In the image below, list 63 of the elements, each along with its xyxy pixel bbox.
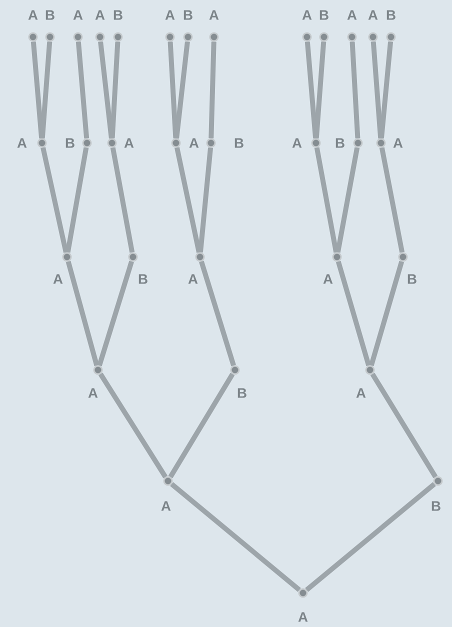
node-label: B — [432, 501, 440, 511]
node-label: A — [53, 274, 63, 284]
node-label: B — [184, 10, 192, 20]
branch-line — [314, 147, 339, 253]
node-label: B — [66, 138, 74, 148]
branch-line — [379, 147, 405, 253]
node-label: B — [46, 10, 54, 20]
branch-line — [378, 42, 394, 138]
node-label: B — [114, 10, 122, 20]
branch-line — [199, 260, 236, 366]
branch-line — [98, 372, 168, 478]
node-label: A — [161, 501, 171, 511]
branch-line — [370, 372, 438, 478]
node-label: A — [95, 10, 105, 20]
branch-line — [168, 42, 178, 138]
branch-line — [40, 147, 68, 253]
node-label: B — [336, 138, 344, 148]
node-label: A — [292, 138, 302, 148]
branch-line — [110, 42, 120, 138]
node-label: A — [88, 388, 98, 398]
branch-line — [168, 372, 235, 478]
node-label: B — [320, 10, 328, 20]
branch-line — [174, 147, 202, 253]
node-label: B — [234, 138, 244, 148]
branch-line — [97, 260, 134, 366]
node-label: A — [189, 138, 199, 148]
node-label: A — [165, 10, 175, 20]
branch-line — [368, 260, 404, 366]
branch-line — [208, 42, 216, 138]
node-label: A — [302, 10, 312, 20]
node-label: A — [188, 274, 198, 284]
branch-line — [304, 42, 318, 138]
branch-line — [110, 147, 135, 253]
branch-line — [370, 42, 384, 138]
branch-line — [30, 42, 44, 138]
node-label: A — [347, 10, 357, 20]
branch-line — [336, 260, 372, 366]
node-label: A — [73, 10, 83, 20]
branch-line — [335, 147, 360, 253]
branch-line — [170, 482, 301, 592]
branch-line — [198, 148, 214, 253]
branch-line — [350, 42, 360, 138]
node-label: A — [209, 10, 219, 20]
node-label: A — [298, 612, 308, 622]
node-label: A — [393, 138, 403, 148]
node-label: A — [368, 10, 378, 20]
branch-line — [65, 147, 89, 253]
node-label: B — [386, 10, 396, 20]
node-label: B — [238, 388, 246, 398]
branch-line — [40, 42, 52, 138]
node-label: A — [124, 138, 134, 148]
branch-line — [174, 41, 190, 139]
node-label: A — [28, 10, 38, 20]
branch-line — [66, 260, 100, 366]
node-label: A — [323, 274, 333, 284]
node-label: A — [356, 388, 366, 398]
node-label: B — [138, 274, 148, 284]
branch-line — [305, 482, 436, 592]
branch-line — [76, 42, 90, 138]
branch-line — [98, 41, 114, 139]
node-label: A — [17, 138, 27, 148]
branch-line — [314, 42, 326, 138]
node-label: B — [408, 274, 416, 284]
